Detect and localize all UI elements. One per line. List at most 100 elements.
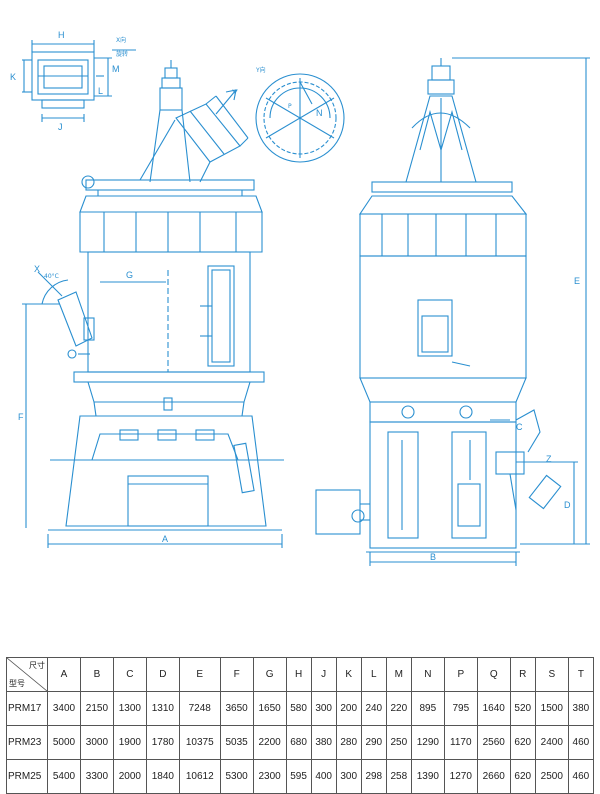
value-cell: 5000	[47, 725, 81, 760]
corner-model-label: 型号	[9, 679, 25, 688]
dim-e-label: E	[574, 276, 580, 286]
value-cell: 1170	[443, 725, 478, 760]
column-header-q: Q	[476, 657, 511, 692]
value-cell: 3650	[219, 691, 254, 726]
value-cell: 380	[310, 725, 337, 760]
value-cell: 200	[335, 691, 362, 726]
dim-c-label: C	[516, 422, 523, 432]
model-cell: PRM23	[6, 725, 48, 760]
value-cell: 1500	[534, 691, 569, 726]
column-header-m: M	[385, 657, 412, 692]
rotate-label: 旋转	[116, 50, 128, 58]
value-cell: 220	[385, 691, 412, 726]
value-cell: 3400	[47, 691, 81, 726]
value-cell: 620	[509, 725, 536, 760]
value-cell: 460	[567, 725, 595, 760]
column-header-g: G	[252, 657, 287, 692]
column-header-j: J	[310, 657, 337, 692]
column-header-s: S	[534, 657, 569, 692]
dim-n-label: N	[316, 108, 323, 118]
x-view-detail	[22, 40, 136, 122]
y-view-circle	[255, 73, 345, 163]
value-cell: 258	[385, 759, 412, 794]
value-cell: 240	[360, 691, 387, 726]
column-header-r: R	[509, 657, 536, 692]
value-cell: 680	[285, 725, 312, 760]
dim-h-label: H	[58, 30, 65, 40]
value-cell: 2560	[476, 725, 511, 760]
dim-z-label: Z	[546, 454, 552, 464]
value-cell: 380	[567, 691, 595, 726]
value-cell: 10612	[178, 759, 221, 794]
value-cell: 520	[509, 691, 536, 726]
model-cell: PRM25	[6, 759, 48, 794]
value-cell: 250	[385, 725, 412, 760]
dim-g-label: G	[126, 270, 133, 280]
value-cell: 2000	[112, 759, 147, 794]
y-direction-label: Y向	[255, 66, 266, 74]
value-cell: 10375	[178, 725, 221, 760]
corner-dimension-label: 尺寸	[29, 661, 45, 670]
dim-j-label: J	[58, 122, 63, 132]
value-cell: 5300	[219, 759, 254, 794]
column-header-d: D	[145, 657, 180, 692]
value-cell: 1390	[410, 759, 445, 794]
dim-m-label: M	[112, 64, 120, 74]
column-header-a: A	[47, 657, 81, 692]
column-header-h: H	[285, 657, 312, 692]
value-cell: 795	[443, 691, 478, 726]
dim-p-label: P	[288, 103, 292, 110]
model-cell: PRM17	[6, 691, 48, 726]
value-cell: 2200	[252, 725, 287, 760]
column-header-p: P	[443, 657, 478, 692]
x-axis-label: X	[34, 264, 40, 274]
column-header-f: F	[219, 657, 254, 692]
value-cell: 7248	[178, 691, 221, 726]
value-cell: 1840	[145, 759, 180, 794]
column-header-k: K	[335, 657, 362, 692]
value-cell: 620	[509, 759, 536, 794]
value-cell: 3000	[79, 725, 114, 760]
drawing-labels: H K M L J X向 旋转 Y向 Y X 40°C G F A E C Z …	[10, 30, 580, 562]
dim-b-label: B	[430, 552, 436, 562]
column-header-t: T	[567, 657, 595, 692]
value-cell: 300	[335, 759, 362, 794]
angle-label: 40°C	[44, 273, 59, 280]
value-cell: 290	[360, 725, 387, 760]
dim-a-label: A	[162, 534, 168, 544]
value-cell: 2150	[79, 691, 114, 726]
dim-l-label: L	[98, 86, 103, 96]
value-cell: 1900	[112, 725, 147, 760]
y-axis-label: Y	[232, 88, 238, 98]
value-cell: 1270	[443, 759, 478, 794]
value-cell: 595	[285, 759, 312, 794]
front-view	[22, 60, 284, 548]
x-direction-label: X向	[116, 36, 126, 44]
value-cell: 1650	[252, 691, 287, 726]
value-cell: 2400	[534, 725, 569, 760]
value-cell: 2500	[534, 759, 569, 794]
column-header-n: N	[410, 657, 445, 692]
value-cell: 895	[410, 691, 445, 726]
value-cell: 1300	[112, 691, 147, 726]
dim-d-label: D	[564, 500, 571, 510]
column-header-b: B	[79, 657, 114, 692]
value-cell: 2660	[476, 759, 511, 794]
value-cell: 1640	[476, 691, 511, 726]
value-cell: 5400	[47, 759, 81, 794]
dim-k-label: K	[10, 72, 16, 82]
value-cell: 460	[567, 759, 595, 794]
column-header-l: L	[360, 657, 387, 692]
value-cell: 298	[360, 759, 387, 794]
value-cell: 3300	[79, 759, 114, 794]
value-cell: 280	[335, 725, 362, 760]
side-view	[315, 57, 590, 566]
dim-f-label: F	[18, 412, 24, 422]
value-cell: 5035	[219, 725, 254, 760]
